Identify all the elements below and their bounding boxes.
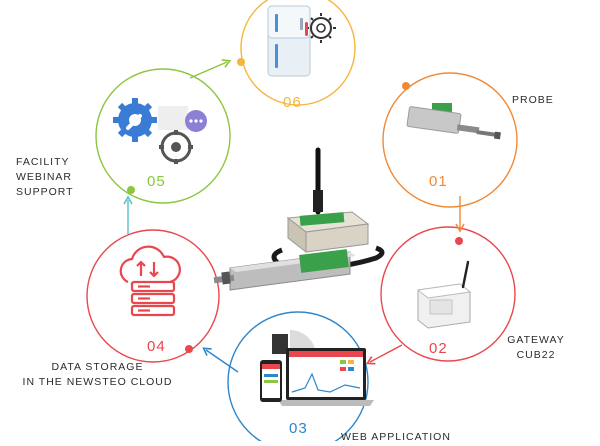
step-03-label: WEB APPLICATION xyxy=(341,430,451,445)
gateway-icon xyxy=(416,260,472,329)
web-app-devices-icon xyxy=(260,330,374,406)
step-04-label: DATA STORAGE IN THE NEWSTEO CLOUD xyxy=(20,360,175,390)
step-02-label-line-1: GATEWAY xyxy=(507,334,565,346)
step-05-dot xyxy=(127,186,135,194)
step-06-dot xyxy=(237,58,245,66)
step-03-label-line-1: WEB APPLICATION xyxy=(341,431,451,443)
step-05-node xyxy=(95,68,231,204)
step-02-label: GATEWAY CUB22 xyxy=(505,333,567,363)
step-03-node xyxy=(227,311,374,446)
cloud-server-icon xyxy=(119,245,181,317)
step-04-label-line-1: DATA STORAGE xyxy=(51,361,144,373)
step-04-number: 04 xyxy=(147,338,166,355)
probe-icon xyxy=(406,103,501,140)
step-03-number: 03 xyxy=(289,420,308,437)
step-06-number: 06 xyxy=(283,94,302,111)
fridge-gear-icon xyxy=(267,5,336,77)
step-01-label: PROBE xyxy=(512,93,554,108)
step-04-dot xyxy=(185,345,193,353)
step-01-number: 01 xyxy=(429,173,448,190)
step-05-label-line-2: WEBINAR xyxy=(16,171,73,183)
step-01-label-line-1: PROBE xyxy=(512,94,554,106)
step-05-label-line-3: SUPPORT xyxy=(16,186,74,198)
sensor-device-icon xyxy=(213,147,385,291)
step-02-node xyxy=(380,226,516,362)
step-06-node xyxy=(237,0,356,106)
step-05-label-line-1: FACILITY xyxy=(16,156,70,168)
step-04-ring xyxy=(86,229,220,363)
step-04-label-line-2: IN THE NEWSTEO CLOUD xyxy=(22,376,173,388)
gear-support-icon xyxy=(113,98,207,164)
step-05-number: 05 xyxy=(147,173,166,190)
arrow-02-to-03 xyxy=(365,344,403,365)
step-01-node xyxy=(382,72,518,208)
arrow-05-to-06 xyxy=(189,59,232,79)
step-05-label: FACILITY WEBINAR SUPPORT xyxy=(16,155,74,200)
step-02-dot xyxy=(455,237,463,245)
step-04-node xyxy=(86,229,220,363)
step-02-label-line-2: CUB22 xyxy=(516,349,556,361)
step-05-ring xyxy=(95,68,231,204)
step-01-dot xyxy=(402,82,410,90)
step-02-number: 02 xyxy=(429,340,448,357)
arrow-03-to-04 xyxy=(202,347,239,373)
step-01-ring xyxy=(382,72,518,208)
